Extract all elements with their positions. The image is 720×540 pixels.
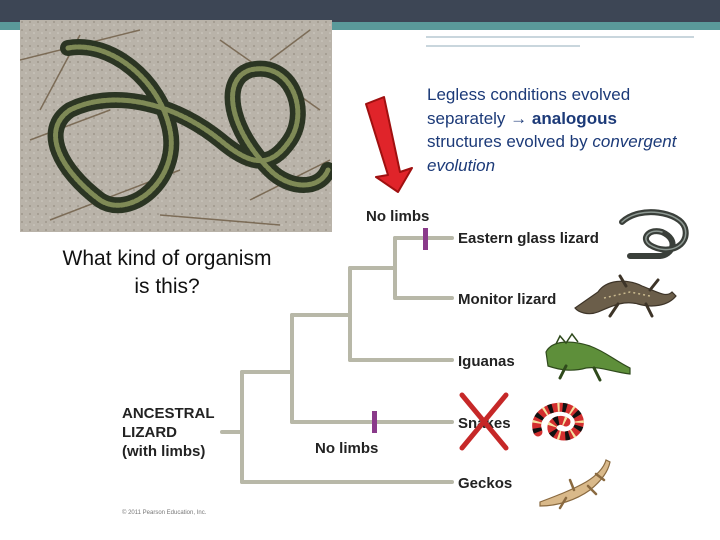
decor-line [426,45,580,47]
caption-text: Legless conditions evolved separately → … [427,83,687,177]
red-arrow [365,96,413,193]
glass-lizard-photo [20,20,332,232]
caption-part-1: Legless conditions evolved separately [427,85,631,128]
caption-bold: analogous [531,108,617,128]
arrow-glyph: → [510,108,528,128]
title-bar [0,0,720,22]
caption-part-3: structures evolved by [427,132,593,151]
coral-snake-icon [532,402,584,441]
caption-italic: convergent evolution [427,132,677,175]
iguana-icon [545,332,631,382]
taxon-label: Iguanas [458,353,515,370]
trait-marker-bottom [372,411,377,433]
gecko-icon [539,459,611,510]
trait-marker-top [423,228,428,250]
monitor-lizard-icon [574,274,677,318]
accent-strip [0,22,720,30]
root-label-line-1: ANCESTRAL [122,405,215,422]
root-label-line-3: (with limbs) [122,443,205,460]
copyright-notice: © 2011 Pearson Education, Inc. [122,510,207,516]
root-label-line-2: LIZARD [122,424,177,441]
no-limbs-label-bottom: No limbs [315,440,378,457]
glass-lizard-icon [619,209,689,259]
question-text: What kind of organism is this? [22,245,312,301]
cross-mark-icon [459,392,509,451]
question-line-2: is this? [134,275,200,298]
decor-line [426,36,694,38]
taxon-label: Geckos [458,475,512,492]
taxon-label: Monitor lizard [458,291,556,308]
taxon-label: Eastern glass lizard [458,230,599,247]
no-limbs-label-top: No limbs [366,208,429,225]
question-line-1: What kind of organism [62,247,272,270]
